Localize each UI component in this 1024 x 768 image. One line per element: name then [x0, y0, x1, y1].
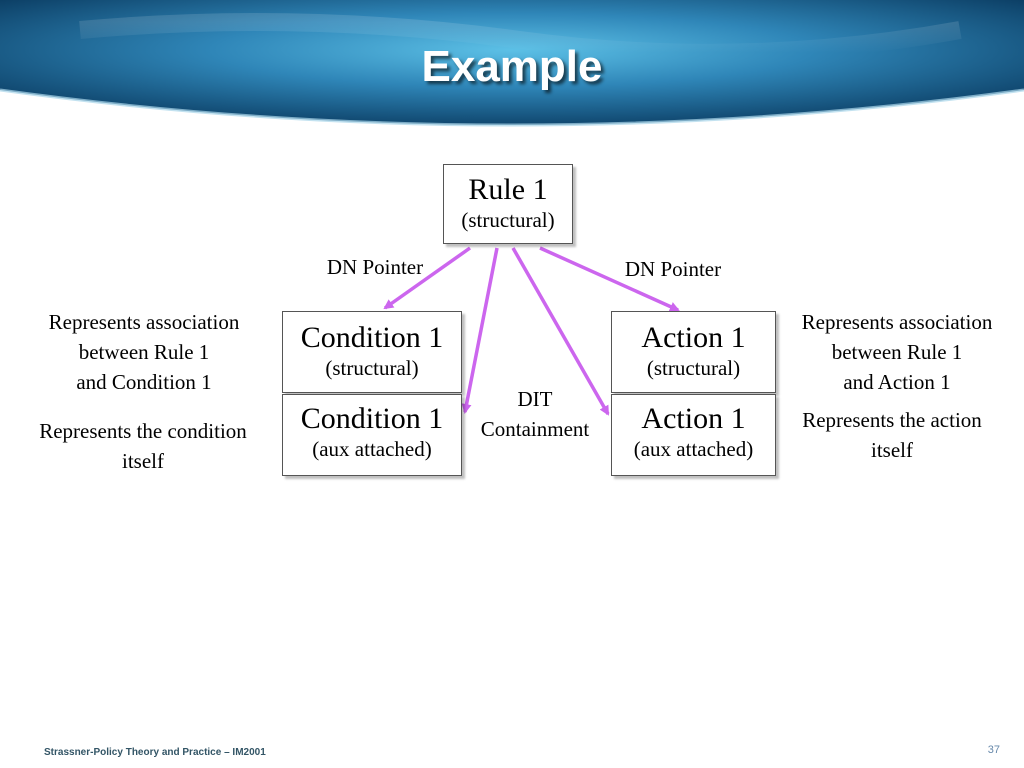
action-structural-title: Action 1	[641, 321, 746, 354]
rule-1-subtitle: (structural)	[461, 208, 555, 232]
dit-arrow-right	[511, 247, 610, 416]
left-condition-note: Represents the condition itself	[10, 416, 276, 476]
header-background	[0, 0, 1024, 150]
action-aux-box: Action 1 (aux attached)	[611, 394, 776, 476]
right-association-note: Represents association between Rule 1 an…	[777, 307, 1017, 397]
condition-aux-box: Condition 1 (aux attached)	[282, 394, 462, 476]
left-association-line-2: between Rule 1	[78, 340, 210, 364]
right-action-note: Represents the action itself	[777, 405, 1007, 465]
condition-structural-box: Condition 1 (structural)	[282, 311, 462, 393]
dit-label-line-2: Containment	[480, 417, 590, 441]
dn-pointer-arrow-right	[539, 246, 680, 312]
dit-label-line-1: DIT	[517, 387, 553, 411]
dit-containment-label: DIT Containment	[464, 384, 606, 444]
dn-pointer-label-right: DN Pointer	[624, 257, 722, 281]
left-association-line-3: and Condition 1	[76, 370, 212, 394]
right-association-line-3: and Action 1	[843, 370, 951, 394]
action-aux-subtitle: (aux attached)	[633, 437, 754, 461]
slide-title: Example	[421, 42, 603, 91]
left-condition-line-1: Represents the condition	[39, 419, 247, 443]
left-association-line-1: Represents association	[48, 310, 240, 334]
right-action-line-1: Represents the action	[802, 408, 982, 432]
action-aux-title: Action 1	[641, 402, 746, 435]
condition-aux-title: Condition 1	[300, 402, 444, 435]
right-association-line-1: Represents association	[801, 310, 993, 334]
dit-arrow-left	[461, 247, 499, 414]
condition-structural-subtitle: (structural)	[325, 356, 419, 380]
dn-pointer-label-left: DN Pointer	[326, 255, 424, 279]
condition-structural-title: Condition 1	[300, 321, 444, 354]
left-condition-line-2: itself	[122, 449, 164, 473]
left-association-note: Represents association between Rule 1 an…	[14, 307, 274, 397]
right-action-line-2: itself	[871, 438, 913, 462]
action-structural-box: Action 1 (structural)	[611, 311, 776, 393]
rule-1-box: Rule 1 (structural)	[443, 164, 573, 244]
rule-1-title: Rule 1	[468, 173, 548, 206]
right-association-line-2: between Rule 1	[831, 340, 963, 364]
action-structural-subtitle: (structural)	[646, 356, 741, 380]
condition-aux-subtitle: (aux attached)	[312, 437, 432, 461]
dn-pointer-arrow-left	[383, 246, 472, 310]
footer-text: Strassner-Policy Theory and Practice – I…	[44, 747, 266, 758]
page-number: 37	[987, 744, 1000, 756]
header-banner	[0, 0, 1024, 150]
